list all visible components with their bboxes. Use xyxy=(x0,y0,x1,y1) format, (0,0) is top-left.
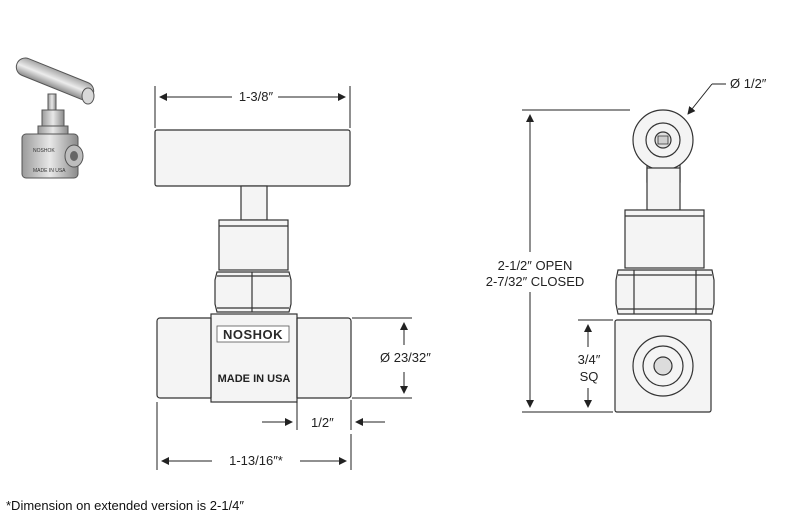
front-brand-label: NOSHOK xyxy=(223,327,283,342)
front-stem xyxy=(240,185,268,221)
side-bonnet xyxy=(624,209,705,269)
dim-body-diameter: Ø 23/32″ xyxy=(380,350,431,365)
front-dimensions xyxy=(154,86,412,470)
front-brand-plate xyxy=(216,325,290,343)
dim-port-length: 1/2″ xyxy=(311,415,334,430)
side-hex-nut xyxy=(615,269,715,315)
thumbnail-valve-image: NOSHOK MADE IN USA xyxy=(15,57,95,179)
side-view xyxy=(614,109,715,413)
footnote: *Dimension on extended version is 2-1/4″ xyxy=(6,498,245,513)
dim-square-size: 3/4″ xyxy=(578,352,601,367)
side-dimensions xyxy=(522,83,726,413)
front-made-in-label: MADE IN USA xyxy=(218,373,291,385)
front-handle xyxy=(154,129,351,187)
thumbnail-made-in: MADE IN USA xyxy=(33,168,66,174)
front-bonnet xyxy=(218,219,289,271)
front-view xyxy=(154,129,352,403)
dim-handle-width: 1-3/8″ xyxy=(239,89,274,104)
dim-handle-diameter: Ø 1/2″ xyxy=(730,76,767,91)
thumbnail-brand: NOSHOK xyxy=(33,148,55,154)
dim-overall-length: 1-13/16″* xyxy=(229,453,283,468)
dim-height-closed: 2-7/32″ CLOSED xyxy=(486,274,585,289)
front-hex-nut xyxy=(214,271,292,313)
side-stem xyxy=(646,167,681,211)
dim-height-open: 2-1/2″ OPEN xyxy=(498,258,573,273)
dim-square-label: SQ xyxy=(580,369,599,384)
